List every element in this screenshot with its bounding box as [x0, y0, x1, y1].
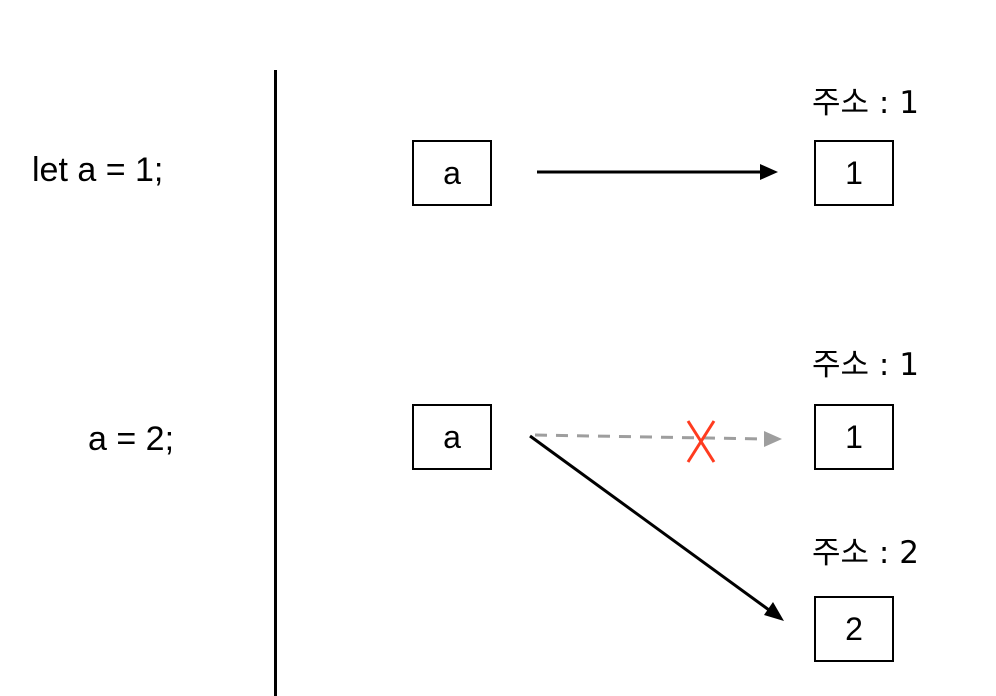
arrow-a-to-1-removed: [534, 433, 765, 441]
arrow-head-step2: [764, 602, 784, 621]
address-label-old: 주소 : 1: [812, 347, 919, 383]
value-box-1-step1: 1: [814, 140, 894, 206]
code-statement-1: let a = 1;: [32, 151, 164, 189]
variable-box-a-step1: a: [412, 140, 492, 206]
code-statement-2: a = 2;: [88, 420, 175, 458]
arrow-head-removed: [764, 431, 782, 447]
cross-mark-icon: [686, 420, 716, 463]
arrow-a-to-2: [529, 434, 770, 612]
address-label-step1: 주소 : 1: [812, 85, 919, 121]
divider-line: [274, 70, 277, 696]
variable-box-a-step2: a: [412, 404, 492, 470]
value-box-1-step2: 1: [814, 404, 894, 470]
address-label-new: 주소 : 2: [812, 535, 919, 571]
value-box-2-step2: 2: [814, 596, 894, 662]
arrow-head-step1: [760, 164, 778, 180]
